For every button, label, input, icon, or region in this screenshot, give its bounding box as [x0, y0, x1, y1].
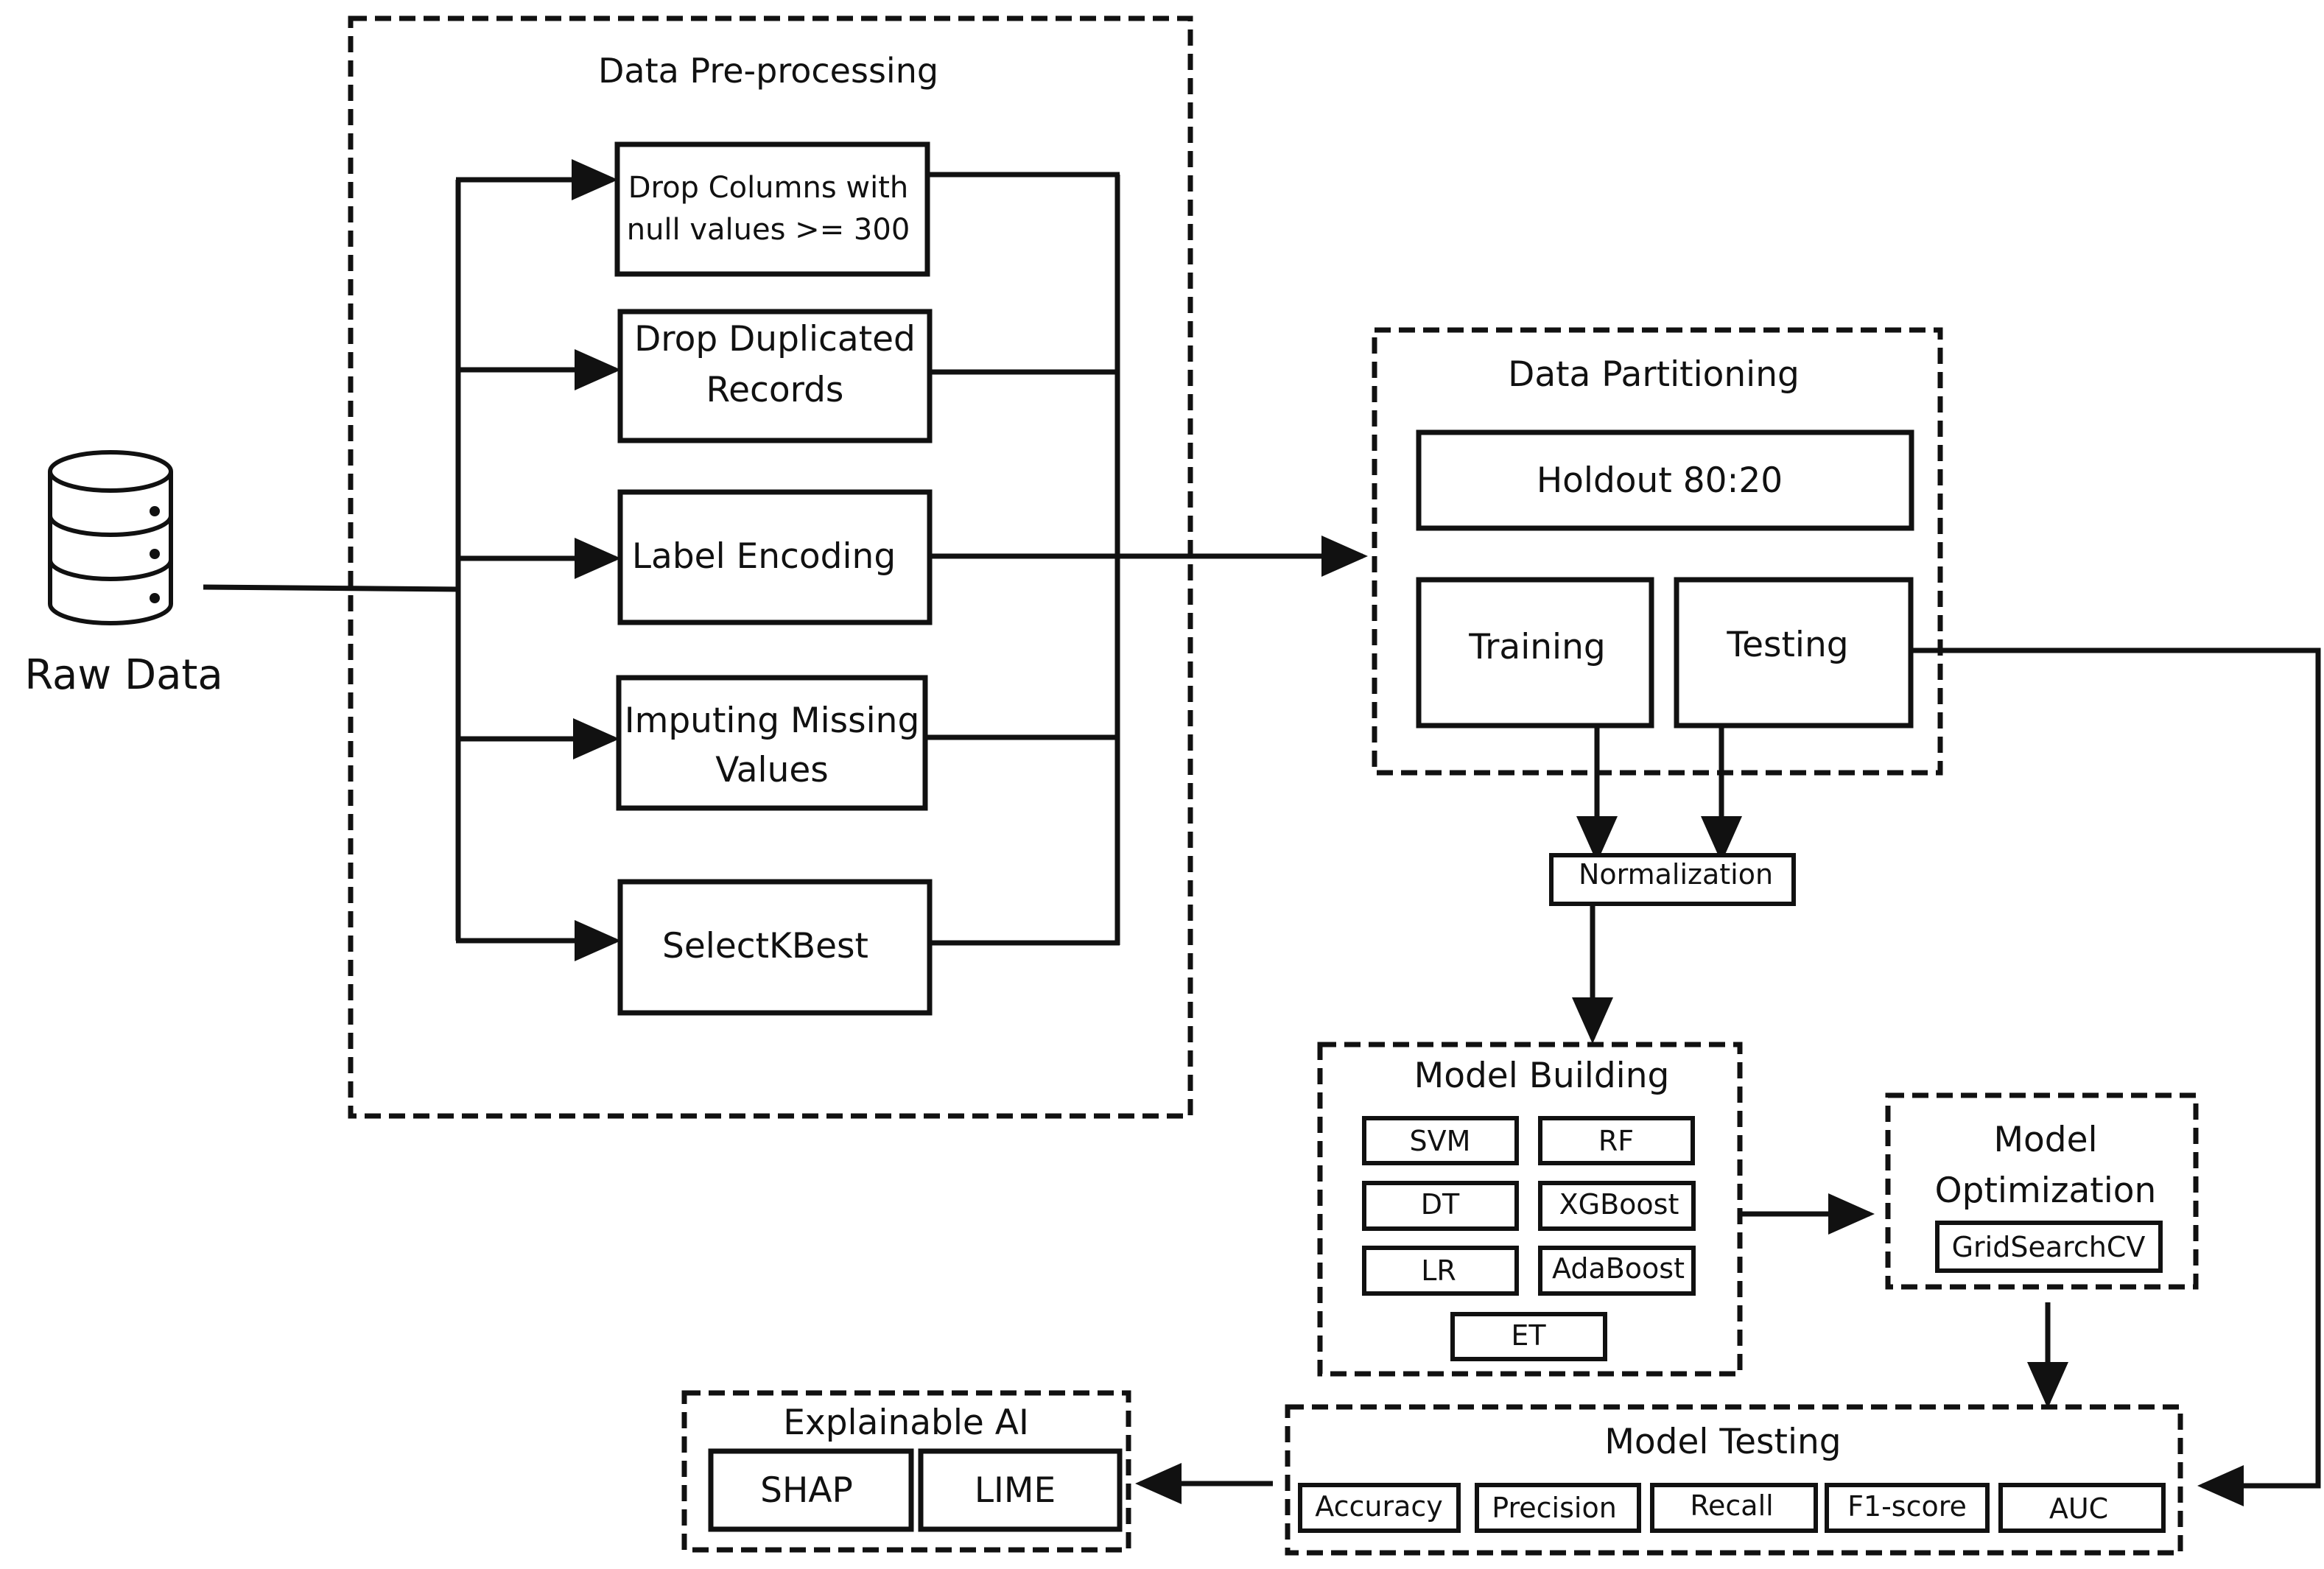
- model-dt-box: [1362, 1181, 1519, 1231]
- model-et-box: [1450, 1312, 1607, 1361]
- model-rf-text: RF: [1598, 1125, 1634, 1157]
- metric-recall-text: Recall: [1690, 1489, 1773, 1522]
- partitioning-title: Data Partitioning: [1508, 354, 1800, 395]
- metric-accuracy-box: [1298, 1483, 1461, 1533]
- holdout-box: [1416, 429, 1914, 531]
- drop-columns-line1: Drop Columns with: [628, 171, 909, 205]
- model-optimization-line2: Optimization: [1935, 1170, 2157, 1211]
- metric-precision-box: [1475, 1483, 1641, 1533]
- metric-auc-box: [1998, 1483, 2166, 1533]
- imputing-box: [616, 675, 928, 811]
- model-testing-title: Model Testing: [1604, 1422, 1841, 1462]
- model-svm-box: [1362, 1116, 1519, 1165]
- model-optimization-line1: Model: [1993, 1120, 2097, 1160]
- lime-box: [918, 1448, 1123, 1532]
- metric-precision-text: Precision: [1492, 1492, 1617, 1524]
- shap-box: [708, 1448, 914, 1532]
- arrow-testing-to-model-testing: [1911, 647, 2321, 1506]
- training-text: Training: [1468, 627, 1605, 667]
- label-encoding-box: [617, 489, 933, 625]
- model-xgboost-text: XGBoost: [1559, 1188, 1679, 1221]
- preprocessing-title: Data Pre-processing: [598, 51, 938, 91]
- metric-auc-text: AUC: [2049, 1492, 2108, 1525]
- model-lr-box: [1362, 1246, 1519, 1296]
- gridsearchcv-text: GridSearchCV: [1952, 1231, 2146, 1263]
- model-optimization-group: [1885, 1092, 2199, 1290]
- holdout-text: Holdout 80:20: [1537, 460, 1783, 501]
- testing-box: [1674, 577, 1914, 729]
- metric-accuracy-text: Accuracy: [1315, 1490, 1443, 1523]
- raw-data-label: Raw Data: [24, 651, 222, 699]
- lime-text: LIME: [975, 1470, 1056, 1511]
- metric-f1-text: F1-score: [1847, 1490, 1967, 1523]
- drop-columns-line2: null values >= 300: [627, 213, 910, 247]
- imputing-line2: Values: [715, 750, 829, 790]
- metric-f1-box: [1825, 1483, 1990, 1533]
- gridsearchcv-box: [1935, 1221, 2163, 1273]
- label-encoding-text: Label Encoding: [632, 536, 896, 577]
- model-dt-text: DT: [1421, 1188, 1460, 1221]
- raw-to-bus-line: [203, 584, 461, 592]
- explainable-ai-group: [681, 1390, 1131, 1553]
- training-box: [1416, 577, 1654, 729]
- model-adaboost-text: AdaBoost: [1552, 1252, 1685, 1285]
- drop-duplicates-line2: Records: [706, 370, 844, 410]
- partitioning-group: [1372, 327, 1943, 776]
- drop-duplicates-line1: Drop Duplicated: [634, 319, 916, 359]
- normalization-box: [1549, 853, 1796, 906]
- imputing-line1: Imputing Missing: [625, 701, 920, 741]
- drop-columns-box: [614, 141, 930, 277]
- selectkbest-text: SelectKBest: [662, 926, 868, 966]
- drop-duplicates-box: [617, 309, 933, 443]
- model-lr-text: LR: [1421, 1254, 1456, 1287]
- preprocessing-group: [348, 15, 1193, 1119]
- model-adaboost-box: [1538, 1246, 1696, 1296]
- model-rf-box: [1538, 1116, 1695, 1165]
- model-building-group: [1317, 1042, 1743, 1377]
- model-svm-text: SVM: [1410, 1125, 1471, 1157]
- testing-text: Testing: [1726, 625, 1848, 665]
- model-building-title: Model Building: [1414, 1056, 1670, 1096]
- metric-recall-box: [1650, 1483, 1818, 1533]
- model-xgboost-box: [1538, 1181, 1696, 1231]
- database-icon: [48, 450, 173, 625]
- selectkbest-box: [617, 879, 933, 1016]
- model-testing-group: [1285, 1404, 2183, 1556]
- shap-text: SHAP: [760, 1470, 853, 1511]
- explainable-ai-title: Explainable AI: [783, 1403, 1029, 1443]
- model-et-text: ET: [1511, 1319, 1546, 1352]
- normalization-text: Normalization: [1579, 858, 1773, 891]
